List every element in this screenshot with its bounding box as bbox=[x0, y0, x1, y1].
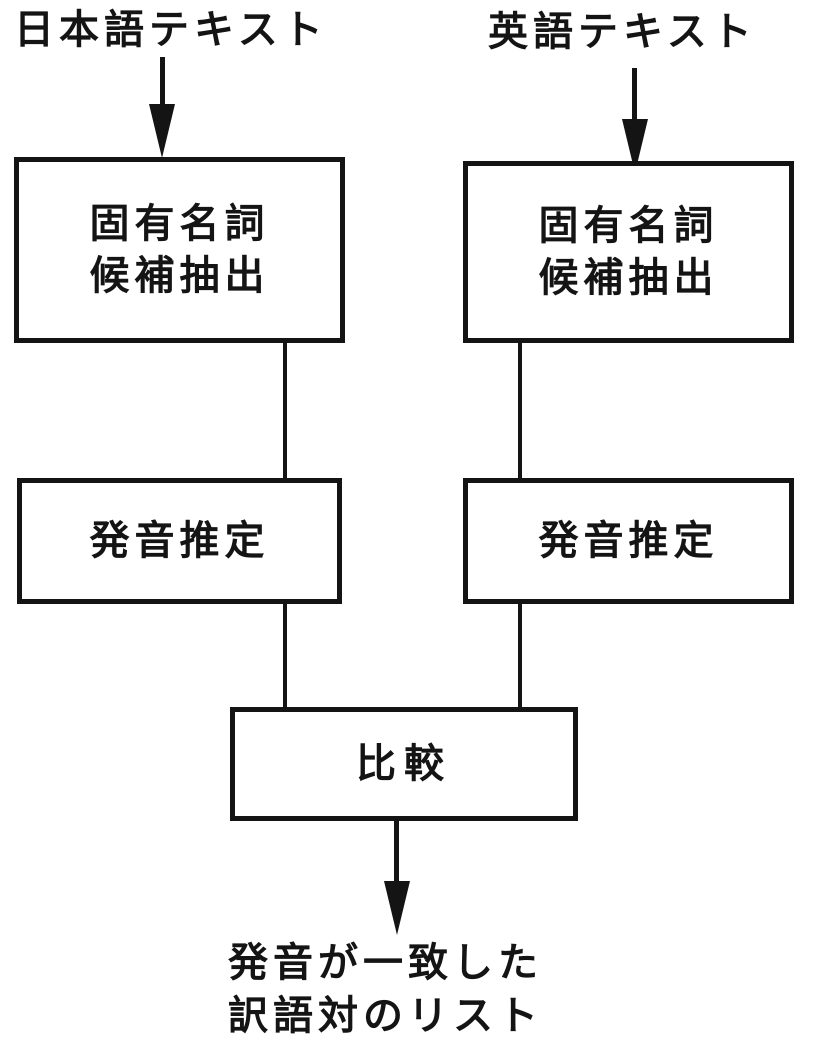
output-label-line1: 発音が一致した bbox=[228, 940, 543, 985]
connector-line-english-2 bbox=[518, 602, 522, 709]
box-label: 固有名詞 bbox=[89, 201, 270, 246]
pronunciation-estimation-box-english: 発音推定 bbox=[463, 478, 794, 604]
connector-line-japanese-1 bbox=[283, 341, 287, 481]
comparison-box: 比較 bbox=[230, 707, 578, 821]
box-label: 固有名詞 bbox=[538, 203, 719, 248]
box-label: 発音推定 bbox=[538, 518, 719, 563]
connector-line-english-1 bbox=[518, 341, 522, 481]
box-label: 候補抽出 bbox=[538, 255, 719, 300]
proper-noun-extraction-box-japanese: 固有名詞 候補抽出 bbox=[14, 157, 345, 343]
connector-line-japanese-2 bbox=[283, 602, 287, 709]
proper-noun-extraction-box-english: 固有名詞 候補抽出 bbox=[463, 161, 794, 343]
box-label: 候補抽出 bbox=[89, 253, 270, 298]
box-label: 発音推定 bbox=[89, 518, 270, 563]
japanese-input-label: 日本語テキスト bbox=[14, 7, 328, 52]
output-label: 発音が一致した 訳語対のリスト bbox=[228, 936, 543, 1042]
output-label-line2: 訳語対のリスト bbox=[228, 993, 543, 1038]
pronunciation-estimation-box-japanese: 発音推定 bbox=[17, 478, 342, 604]
box-label: 比較 bbox=[356, 741, 452, 786]
english-input-label: 英語テキスト bbox=[488, 9, 757, 54]
